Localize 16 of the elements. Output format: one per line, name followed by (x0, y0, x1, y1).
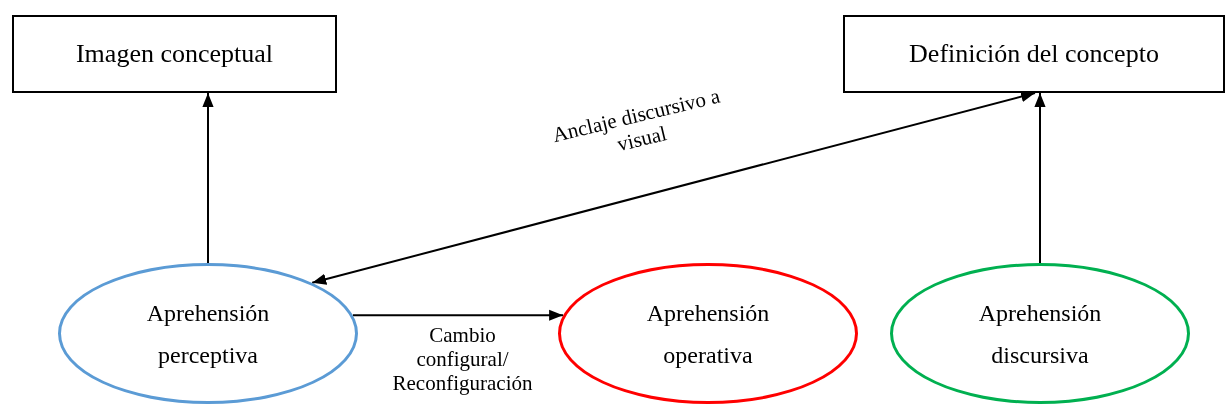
arrow (1034, 92, 1046, 264)
apprehension-ellipse (890, 263, 1190, 404)
node-label: Aprehensión perceptiva (145, 298, 271, 370)
edge-label: Anclaje discursivo a visual (549, 82, 724, 159)
concept-box (843, 15, 1225, 93)
node-label: Imagen conceptual (75, 39, 274, 69)
concept-box (12, 15, 337, 93)
node-label: Definición del concepto (909, 39, 1159, 69)
arrow (351, 309, 565, 321)
node-label: Aprehensión discursiva (977, 298, 1103, 370)
arrow (202, 92, 214, 264)
arrow (311, 91, 1036, 285)
node-label: Aprehensión operativa (645, 298, 771, 370)
edge-label: Cambio configural/ Reconfiguración (391, 323, 534, 396)
apprehension-ellipse (58, 263, 358, 404)
apprehension-ellipse (558, 263, 858, 404)
